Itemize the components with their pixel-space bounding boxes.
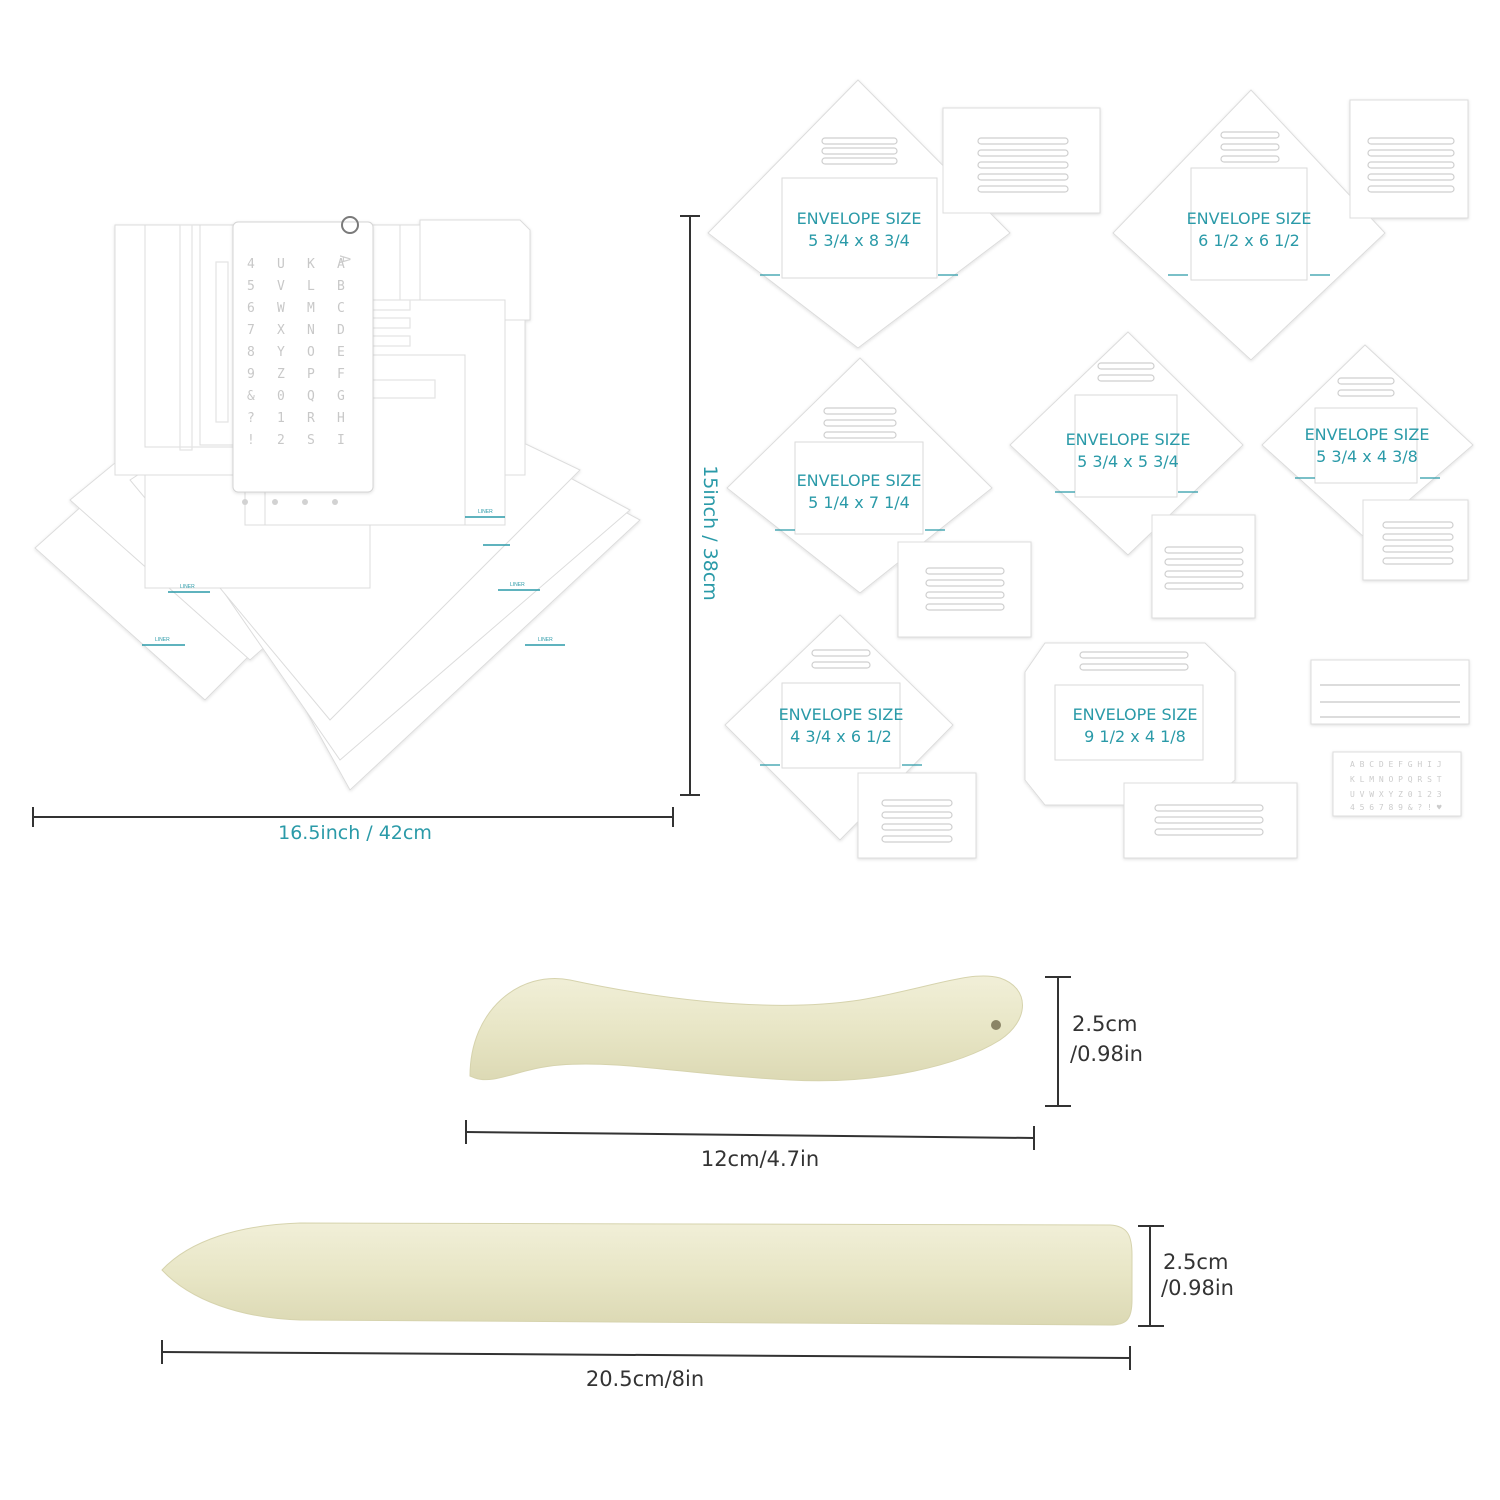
svg-text:U: U: [277, 258, 285, 272]
svg-text:4: 4: [247, 258, 255, 272]
svg-text:O: O: [307, 345, 315, 360]
large-bone-folder: [161, 1222, 1133, 1326]
envelope-title: ENVELOPE SIZE: [1065, 430, 1191, 449]
small-bone-folder: [469, 975, 1023, 1082]
svg-text:2: 2: [277, 433, 285, 448]
alphabet-stencil-letters: A: [336, 255, 352, 264]
liner-label: LINER: [538, 637, 553, 643]
small-folder-length: 12cm/4.7in: [700, 1147, 820, 1171]
envelope-title: ENVELOPE SIZE: [1304, 425, 1430, 444]
envelope-size: 9 1/2 x 4 1/8: [1084, 727, 1186, 746]
envelope-template-1: ENVELOPE SIZE 5 3/4 x 8 3/4: [783, 208, 935, 252]
svg-text:Y: Y: [277, 345, 285, 360]
svg-text:C: C: [337, 301, 345, 316]
envelope-template-4: ENVELOPE SIZE 5 3/4 x 5 3/4: [1053, 429, 1203, 473]
svg-text:H: H: [337, 411, 345, 426]
svg-text:L: L: [307, 279, 315, 294]
large-folder-length: 20.5cm/8in: [585, 1367, 705, 1391]
svg-text:K: K: [307, 258, 315, 272]
envelope-title: ENVELOPE SIZE: [1186, 209, 1312, 228]
envelope-size: 6 1/2 x 6 1/2: [1198, 231, 1300, 250]
svg-text:A B C D E F G H I J: A B C D E F G H I J: [1350, 760, 1442, 769]
svg-text:X: X: [277, 323, 285, 338]
ring-icon: [341, 216, 359, 234]
envelope-title: ENVELOPE SIZE: [796, 209, 922, 228]
envelope-size: 5 3/4 x 4 3/8: [1316, 447, 1418, 466]
svg-text:G: G: [337, 389, 345, 404]
liner-label: LINER: [510, 582, 525, 588]
svg-text:A: A: [337, 258, 345, 272]
envelope-template-5: ENVELOPE SIZE 5 3/4 x 4 3/8: [1292, 424, 1442, 468]
envelope-size: 5 3/4 x 5 3/4: [1077, 452, 1179, 471]
svg-text:4 5 6 7 8 9 & ? ! ♥: 4 5 6 7 8 9 & ? ! ♥: [1350, 803, 1442, 812]
envelope-title: ENVELOPE SIZE: [796, 471, 922, 490]
svg-text:F: F: [337, 367, 345, 382]
liner-label: LINER: [180, 584, 195, 590]
template-stack-drawing: LINER LINER LINER LINER LINER A: [34, 216, 641, 791]
small-folder-height-cm: 2.5cm: [1072, 1012, 1138, 1036]
svg-text:!: !: [247, 433, 255, 448]
svg-text:Q: Q: [307, 389, 315, 404]
stack-width-label: 16.5inch / 42cm: [278, 822, 432, 844]
svg-text:9: 9: [247, 367, 255, 382]
svg-text:E: E: [337, 345, 345, 360]
envelope-template-7: ENVELOPE SIZE 9 1/2 x 4 1/8: [1060, 704, 1210, 748]
large-folder-height-cm: 2.5cm: [1163, 1250, 1229, 1274]
envelope-template-6: ENVELOPE SIZE 4 3/4 x 6 1/2: [766, 704, 916, 748]
svg-text:I: I: [337, 433, 345, 448]
svg-text:N: N: [307, 323, 315, 338]
svg-text:M: M: [307, 301, 315, 316]
envelope-title: ENVELOPE SIZE: [1072, 705, 1198, 724]
envelope-size: 4 3/4 x 6 1/2: [790, 727, 892, 746]
svg-text:&: &: [247, 389, 255, 404]
envelope-templates: A B C D E F G H I J K L M N O P Q R S T …: [700, 60, 1500, 870]
svg-text:1: 1: [277, 411, 285, 426]
envelope-templates-drawing: A B C D E F G H I J K L M N O P Q R S T …: [707, 79, 1474, 859]
envelope-template-3: ENVELOPE SIZE 5 1/4 x 7 1/4: [784, 470, 934, 514]
liner-label: LINER: [155, 637, 170, 643]
svg-text:B: B: [337, 279, 345, 294]
svg-text:A: A: [336, 255, 352, 264]
svg-text:Z: Z: [277, 367, 285, 382]
svg-text:D: D: [337, 323, 345, 338]
envelope-title: ENVELOPE SIZE: [778, 705, 904, 724]
bone-folders: [0, 940, 1500, 1420]
width-dimension-line: [32, 215, 700, 827]
svg-text:5: 5: [247, 279, 255, 294]
bone-folders-drawing: [161, 975, 1164, 1370]
svg-text:0: 0: [277, 389, 285, 404]
svg-text:U V W X Y Z 0 1 2 3: U V W X Y Z 0 1 2 3: [1350, 790, 1442, 799]
large-folder-height-in: /0.98in: [1161, 1276, 1234, 1300]
hole-icon: [991, 1020, 1001, 1030]
svg-text:?: ?: [247, 411, 255, 426]
svg-text:8: 8: [247, 345, 255, 360]
svg-text:S: S: [307, 433, 315, 448]
svg-text:V: V: [277, 279, 285, 294]
svg-text:W: W: [277, 301, 285, 316]
svg-text:R: R: [307, 411, 315, 426]
svg-text:6: 6: [247, 301, 255, 316]
envelope-size: 5 3/4 x 8 3/4: [808, 231, 910, 250]
liner-label: LINER: [478, 509, 493, 515]
envelope-template-2: ENVELOPE SIZE 6 1/2 x 6 1/2: [1174, 208, 1324, 252]
svg-text:P: P: [307, 367, 315, 382]
envelope-size: 5 1/4 x 7 1/4: [808, 493, 910, 512]
svg-text:7: 7: [247, 323, 255, 338]
svg-text:K L M N O P Q R S T: K L M N O P Q R S T: [1350, 775, 1442, 784]
small-folder-height-in: /0.98in: [1070, 1042, 1143, 1066]
